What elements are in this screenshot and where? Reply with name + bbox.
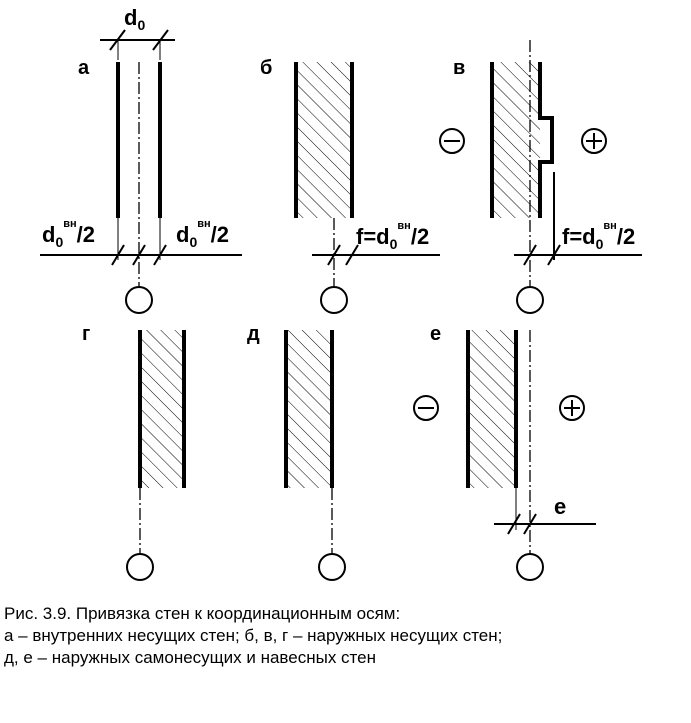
panel-e-label: е (430, 323, 441, 345)
panel-b-label: б (260, 57, 272, 79)
axis-marker-circle (318, 553, 346, 581)
panel-a-label: а (78, 57, 90, 79)
axis-marker-circle (126, 553, 154, 581)
panel-v-label: в (453, 57, 465, 79)
dim-f-eq-d0vn-half: f=d0вн/2 (562, 220, 635, 252)
caption-line-2: а – внутренних несущих стен; б, в, г – н… (4, 626, 503, 645)
plus-sign-circle (581, 128, 607, 154)
figure-caption: Рис. 3.9. Привязка стен к координационны… (4, 603, 688, 669)
dim-d0vn-half-left: d0вн/2 (42, 218, 95, 250)
wall-outer-profile (538, 62, 554, 218)
axis-marker-circle (516, 553, 544, 581)
panel-v: в f=d0вн/2 (439, 40, 642, 314)
panel-g: г (82, 323, 186, 581)
panel-b: б f=d0вн/2 (260, 57, 440, 314)
wall-hatch (492, 62, 540, 218)
panel-g-label: г (82, 323, 90, 345)
wall-hatch (286, 330, 332, 488)
wall-hatch (296, 62, 352, 218)
minus-sign-circle (439, 128, 465, 154)
dim-d0vn-half-right: d0вн/2 (176, 218, 229, 250)
axis-marker-circle (320, 286, 348, 314)
panel-e: е е (413, 323, 596, 581)
panel-d: д (247, 323, 346, 581)
axis-marker-circle (516, 286, 544, 314)
caption-line-1: Рис. 3.9. Привязка стен к координационны… (4, 604, 401, 623)
wall-hatch (140, 330, 184, 488)
dim-f-eq-d0vn-half: f=d0вн/2 (356, 220, 429, 252)
wall-hatch (468, 330, 516, 488)
minus-sign-circle (413, 395, 439, 421)
panel-d-label: д (247, 323, 260, 345)
plus-sign-circle (559, 395, 585, 421)
caption-line-3: д, е – наружных самонесущих и навесных с… (4, 648, 376, 667)
wall-binding-diagram: а d0 d0вн/2 d0вн/2 б f=d0вн/2 (40, 5, 642, 581)
axis-marker-circle (125, 286, 153, 314)
dim-e: е (554, 494, 566, 519)
panel-a: а d0 d0вн/2 d0вн/2 (40, 5, 242, 314)
dim-d0-top: d0 (124, 5, 145, 33)
